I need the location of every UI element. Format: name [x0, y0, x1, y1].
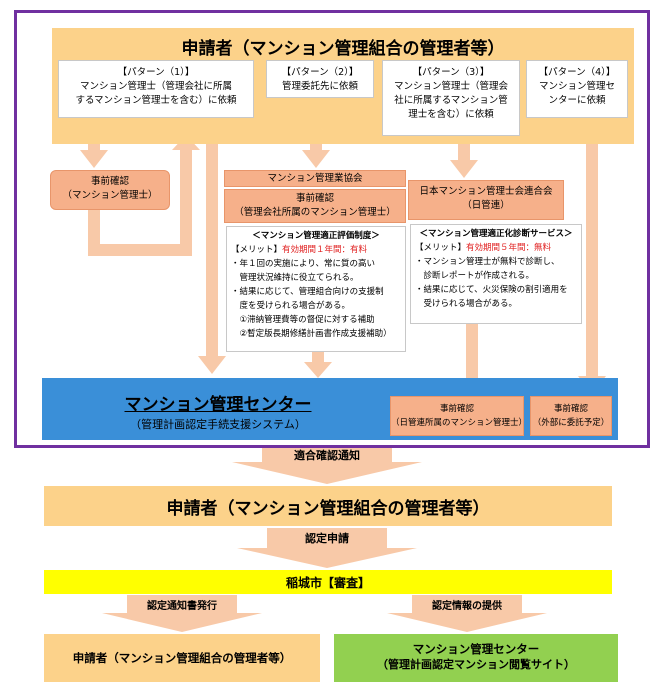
- pattern-3-line-2: 社に所属するマンション管: [394, 95, 508, 106]
- renren-box: 日本マンション管理士会連合会 （日管連）: [408, 180, 564, 220]
- association-precheck-sub: （管理会社所属のマンション管理士）: [234, 207, 396, 218]
- pattern-2-box: 【パターン（2）】 管理委託先に依頼: [266, 60, 374, 98]
- city-box: 稲城市【審査】: [44, 570, 612, 594]
- precheck-nichikan-box: 事前確認 （日管連所属のマンション管理士）: [390, 396, 528, 436]
- arrow-eval-center: [304, 352, 332, 378]
- diag-line-3: ・結果に応じて、火災保険の割引適用を: [415, 285, 568, 295]
- pattern-1-line-1: マンション管理士（管理会社に所属: [79, 81, 232, 92]
- pattern-1-label: 【パターン（1）】: [117, 67, 195, 78]
- diag-heading: ＜マンション管理適正化診断サービス＞: [419, 229, 573, 239]
- arrow-p3-renren: [450, 136, 478, 178]
- renren-sub: （日管連）: [462, 200, 510, 211]
- diag-line-4: 受けられる場合がある。: [415, 299, 518, 309]
- info-provide-label: 認定情報の提供: [432, 600, 502, 612]
- precheck-nichikan-sub: （日管連所属のマンション管理士）: [391, 418, 528, 428]
- precheck-nichikan-title: 事前確認: [439, 404, 474, 414]
- cert-apply-label: 認定申請: [305, 532, 349, 545]
- eval-merit-label: 【メリット】: [231, 245, 283, 255]
- pattern-4-label: 【パターン（4）】: [538, 67, 616, 78]
- pattern-4-line-2: ンターに依頼: [548, 95, 606, 106]
- pattern-3-box: 【パターン（3）】 マンション管理士（管理会 社に所属するマンション管 理士を含…: [382, 60, 520, 136]
- diag-merit-value: 有効期間５年間：無料: [466, 243, 552, 253]
- notify-issue-label: 認定通知書発行: [147, 600, 217, 612]
- association-precheck-box: 事前確認 （管理会社所属のマンション管理士）: [224, 189, 406, 223]
- diag-line-1: ・マンション管理士が無料で診断し、: [415, 257, 560, 267]
- diag-merit: 【メリット】有効期間５年間：無料: [415, 241, 577, 255]
- precheck-manager-box: 事前確認 （マンション管理士）: [50, 170, 170, 210]
- arrow-p1-center: [198, 122, 226, 374]
- eval-line-1: ・年１回の実施により、常に質の高い: [231, 259, 375, 269]
- eval-line-6: ②暫定版長期修繕計画書作成支援補助）: [231, 329, 392, 339]
- center-sub: （管理計画認定手続支援システム）: [130, 418, 306, 431]
- applicant2-box: 申請者（マンション管理組合の管理者等）: [44, 486, 612, 526]
- pattern-4-line-1: マンション管理セ: [538, 81, 615, 92]
- center2-title: マンション管理センター: [412, 642, 540, 656]
- pattern-3-line-3: 理士を含む）に依頼: [408, 109, 494, 120]
- pattern-4-box: 【パターン（4）】 マンション管理セ ンターに依頼: [526, 60, 628, 118]
- arrow-notify: [102, 595, 262, 632]
- pattern-2-line-1: 管理委託先に依頼: [281, 81, 358, 92]
- notice-label: 適合確認通知: [294, 449, 360, 462]
- diag-merit-label: 【メリット】: [415, 243, 467, 253]
- eval-heading: ＜マンション管理適正評価制度＞: [252, 231, 380, 241]
- eval-line-2: 管理状況維持に役立てられる。: [231, 273, 359, 283]
- pattern-3-line-1: マンション管理士（管理会: [393, 81, 508, 92]
- precheck-outside-box: 事前確認 （外部に委託予定）: [530, 396, 612, 436]
- applicant-title: 申請者（マンション管理組合の管理者等）: [181, 38, 505, 59]
- eval-line-5: ①滞納管理費等の督促に対する補助: [231, 315, 375, 325]
- pattern-2-label: 【パターン（2）】: [281, 67, 359, 78]
- association-precheck-title: 事前確認: [295, 193, 334, 204]
- precheck-manager-sub: （マンション管理士）: [62, 190, 158, 201]
- arrow-p4-precheck: [578, 120, 606, 394]
- pattern-1-line-2: するマンション管理士を含む）に依頼: [75, 95, 237, 106]
- arrow-info: [387, 595, 547, 632]
- eval-merit: 【メリット】有効期間１年間：有料: [231, 243, 401, 257]
- pattern-1-box: 【パターン（1）】 マンション管理士（管理会社に所属 するマンション管理士を含む…: [58, 60, 254, 118]
- applicant3-box: 申請者（マンション管理組合の管理者等）: [44, 634, 320, 682]
- eval-merit-value: 有効期間１年間：有料: [282, 245, 368, 255]
- arrow-p1-precheck: [80, 120, 108, 168]
- diag-line-2: 診断レポートが作成される。: [415, 271, 535, 281]
- association-name: マンション管理業協会: [224, 170, 406, 187]
- precheck-manager-title: 事前確認: [90, 176, 129, 187]
- arrow-uturn: [88, 135, 200, 256]
- precheck-outside-sub: （外部に委託予定）: [532, 418, 610, 428]
- center-title: マンション管理センター: [124, 395, 312, 415]
- process-frame: [14, 10, 650, 448]
- precheck-outside-title: 事前確認: [553, 404, 588, 414]
- arrow-apply: [237, 528, 417, 568]
- center2-sub: （管理計画認定マンション閲覧サイト）: [377, 658, 575, 671]
- renren-name: 日本マンション管理士会連合会: [419, 186, 553, 197]
- arrow-notice: [232, 446, 422, 484]
- pattern-3-label: 【パターン（3）】: [412, 67, 490, 78]
- eval-line-4: 度を受けられる場合がある。: [231, 301, 351, 311]
- eval-system-box: ＜マンション管理適正評価制度＞ 【メリット】有効期間１年間：有料 ・年１回の実施…: [226, 226, 406, 352]
- eval-line-3: ・結果に応じて、管理組合向けの支援制: [231, 287, 384, 297]
- center2-box: マンション管理センター （管理計画認定マンション閲覧サイト）: [334, 634, 618, 682]
- diag-service-box: ＜マンション管理適正化診断サービス＞ 【メリット】有効期間５年間：無料 ・マンシ…: [410, 224, 582, 324]
